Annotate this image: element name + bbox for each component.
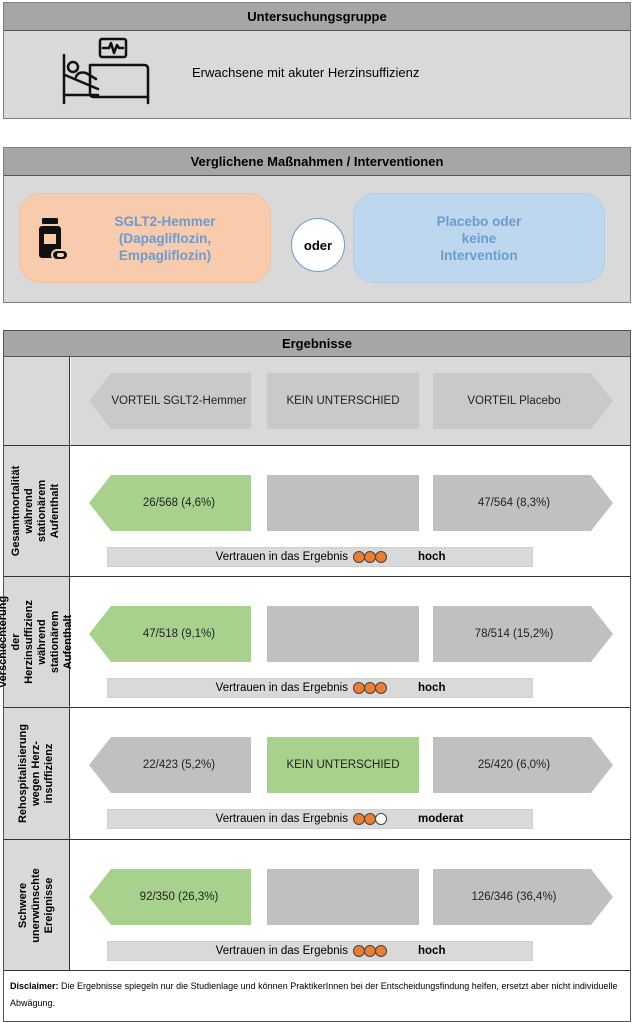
outcome-content: 47/518 (9,1%) 78/514 (15,2%) Vertrauen in …: [71, 577, 630, 707]
row-label-empty: [4, 357, 70, 445]
outcome-placebo-value: 47/564 (8,3%): [433, 475, 613, 531]
intervention-placebo-text: Placebo oder keine Intervention: [437, 213, 522, 264]
intervention-placebo-line: Placebo oder: [436, 213, 522, 229]
intervention-sglt2-line: Empagliflozin): [118, 247, 212, 263]
disclaimer: Disclaimer: Die Ergebnisse spiegeln nur …: [4, 970, 630, 1020]
confidence-dot-icon: [375, 682, 387, 694]
disclaimer-label: Disclaimer:: [10, 981, 59, 991]
column-header-sglt2: VORTEIL SGLT2-Hemmer: [89, 373, 251, 429]
column-header-placebo: VORTEIL Placebo: [433, 373, 613, 429]
outcome-sglt2-value: 92/350 (26,3%): [89, 869, 251, 925]
outcome-row: Rehospitalisierung wegen Herz- insuffizi…: [4, 707, 630, 839]
confidence-dot-icon: [375, 551, 387, 563]
column-header-no-difference: KEIN UNTERSCHIED: [267, 373, 419, 429]
outcome-no-difference-value: [267, 869, 419, 925]
confidence-level: hoch: [418, 551, 446, 563]
confidence-dot-icon: [375, 945, 387, 957]
outcome-placebo-value: 78/514 (15,2%): [433, 606, 613, 662]
outcome-sglt2-value: 47/518 (9,1%): [89, 606, 251, 662]
outcome-no-difference-value: [267, 475, 419, 531]
outcome-label: Rehospitalisierung wegen Herz- insuffizi…: [17, 723, 55, 824]
confidence-dots: [353, 551, 387, 563]
outcome-row: Verschlechterung der Herzinsuffizienz wä…: [0, 576, 630, 707]
confidence-dots: [353, 945, 387, 957]
intervention-placebo-line: Intervention: [440, 247, 518, 263]
outcome-no-difference-value: [267, 606, 419, 662]
outcome-no-difference-value: KEIN UNTERSCHIED: [267, 737, 419, 793]
intervention-sglt2-text: SGLT2-Hemmer (Dapagliflozin, Empaglifloz…: [114, 213, 215, 264]
results-header: Ergebnisse: [4, 331, 630, 357]
outcome-sglt2-value: 26/568 (4,6%): [89, 475, 251, 531]
interventions-body: SGLT2-Hemmer (Dapagliflozin, Empaglifloz…: [4, 176, 630, 302]
outcome-label-cell: Schwere unerwünschte Ereignisse: [4, 840, 70, 970]
population-panel: Untersuchungsgruppe Erwachsene mit akute…: [3, 2, 631, 119]
intervention-sglt2: SGLT2-Hemmer (Dapagliflozin, Empaglifloz…: [19, 193, 271, 283]
medication-icon: [39, 218, 68, 261]
outcome-placebo-value: 126/346 (36,4%): [433, 869, 613, 925]
disclaimer-text: Die Ergebnisse spiegeln nur die Studienl…: [10, 981, 618, 1008]
outcome-row: Schwere unerwünschte Ereignisse 92/350 (2…: [4, 839, 630, 970]
confidence-dots: [353, 813, 387, 825]
results-panel: Ergebnisse VORTEIL SGLT2-Hemmer KEIN UNT…: [0, 330, 631, 1022]
outcome-label: Schwere unerwünschte Ereignisse: [17, 867, 56, 943]
results-body: VORTEIL SGLT2-Hemmer KEIN UNTERSCHIED VO…: [0, 357, 630, 1021]
oder-connector: oder: [291, 218, 345, 272]
confidence-bar: Vertrauen in das Ergebnis hoch: [107, 941, 533, 961]
outcome-row: Gesamtmortalität während stationärem Auf…: [4, 445, 630, 576]
outcome-label-cell: Rehospitalisierung wegen Herz- insuffizi…: [4, 708, 70, 839]
results-column-header-row: VORTEIL SGLT2-Hemmer KEIN UNTERSCHIED VO…: [4, 357, 630, 445]
population-text: Erwachsene mit akuter Herzinsuffizienz: [192, 65, 420, 80]
confidence-label: Vertrauen in das Ergebnis: [215, 813, 348, 825]
outcome-content: 26/568 (4,6%) 47/564 (8,3%) Vertrauen in d…: [71, 446, 630, 576]
confidence-dots: [353, 682, 387, 694]
intervention-placebo-line: keine: [461, 230, 497, 246]
population-header: Untersuchungsgruppe: [4, 3, 630, 31]
confidence-label: Vertrauen in das Ergebnis: [215, 945, 348, 957]
hospital-bed-icon: [62, 37, 150, 105]
confidence-label: Vertrauen in das Ergebnis: [215, 682, 348, 694]
confidence-bar: Vertrauen in das Ergebnis hoch: [107, 678, 533, 698]
confidence-level: hoch: [418, 945, 446, 957]
confidence-level: hoch: [418, 682, 446, 694]
confidence-label: Vertrauen in das Ergebnis: [215, 551, 348, 563]
intervention-sglt2-line: (Dapagliflozin,: [118, 230, 212, 246]
outcome-placebo-value: 25/420 (6,0%): [433, 737, 613, 793]
confidence-bar: Vertrauen in das Ergebnis moderat: [107, 809, 533, 829]
outcome-sglt2-value: 22/423 (5,2%): [89, 737, 251, 793]
column-headers: VORTEIL SGLT2-Hemmer KEIN UNTERSCHIED VO…: [71, 357, 630, 445]
interventions-panel: Verglichene Maßnahmen / Interventionen S…: [3, 147, 631, 303]
interventions-header: Verglichene Maßnahmen / Interventionen: [4, 148, 630, 176]
outcome-label-cell: Verschlechterung der Herzinsuffizienz wä…: [0, 577, 75, 707]
confidence-level: moderat: [418, 813, 464, 825]
outcome-label: Gesamtmortalität während stationärem Auf…: [10, 465, 62, 557]
confidence-dot-icon: [375, 813, 387, 825]
intervention-sglt2-line: SGLT2-Hemmer: [114, 213, 216, 229]
outcome-label-cell: Gesamtmortalität während stationärem Auf…: [4, 446, 70, 576]
outcome-label: Verschlechterung der Herzinsuffizienz wä…: [0, 595, 75, 689]
confidence-bar: Vertrauen in das Ergebnis hoch: [107, 547, 533, 567]
outcome-content: 92/350 (26,3%) 126/346 (36,4%) Vertrauen i…: [71, 840, 630, 970]
intervention-placebo: Placebo oder keine Intervention: [353, 193, 605, 283]
population-body: Erwachsene mit akuter Herzinsuffizienz: [4, 31, 630, 118]
